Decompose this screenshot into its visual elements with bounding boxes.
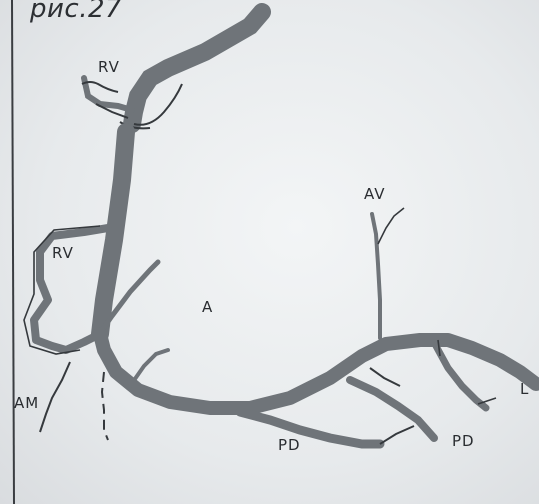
av-twig [378,208,404,244]
rv-top-vessel [132,12,262,124]
bend-small-branch [130,350,168,386]
label-pd-middle: PD [278,436,301,454]
label-l: L [520,380,529,398]
label-pd-right: PD [452,432,475,450]
pd-middle-tip [380,426,414,444]
label-rv-left: RV [52,244,74,262]
frame-border-left [12,0,14,504]
label-av: AV [364,185,386,203]
label-a: A [202,298,213,316]
label-rv-top: RV [98,58,120,76]
am-branch [40,362,70,432]
label-am: AM [14,394,39,412]
pd-side-stub [370,368,400,386]
small-dashed-branch [102,372,108,440]
av-branch [372,214,380,338]
pd-right-branch [350,380,434,438]
figure-title: рис.27 [30,0,122,24]
pd-middle-branch [240,412,380,444]
